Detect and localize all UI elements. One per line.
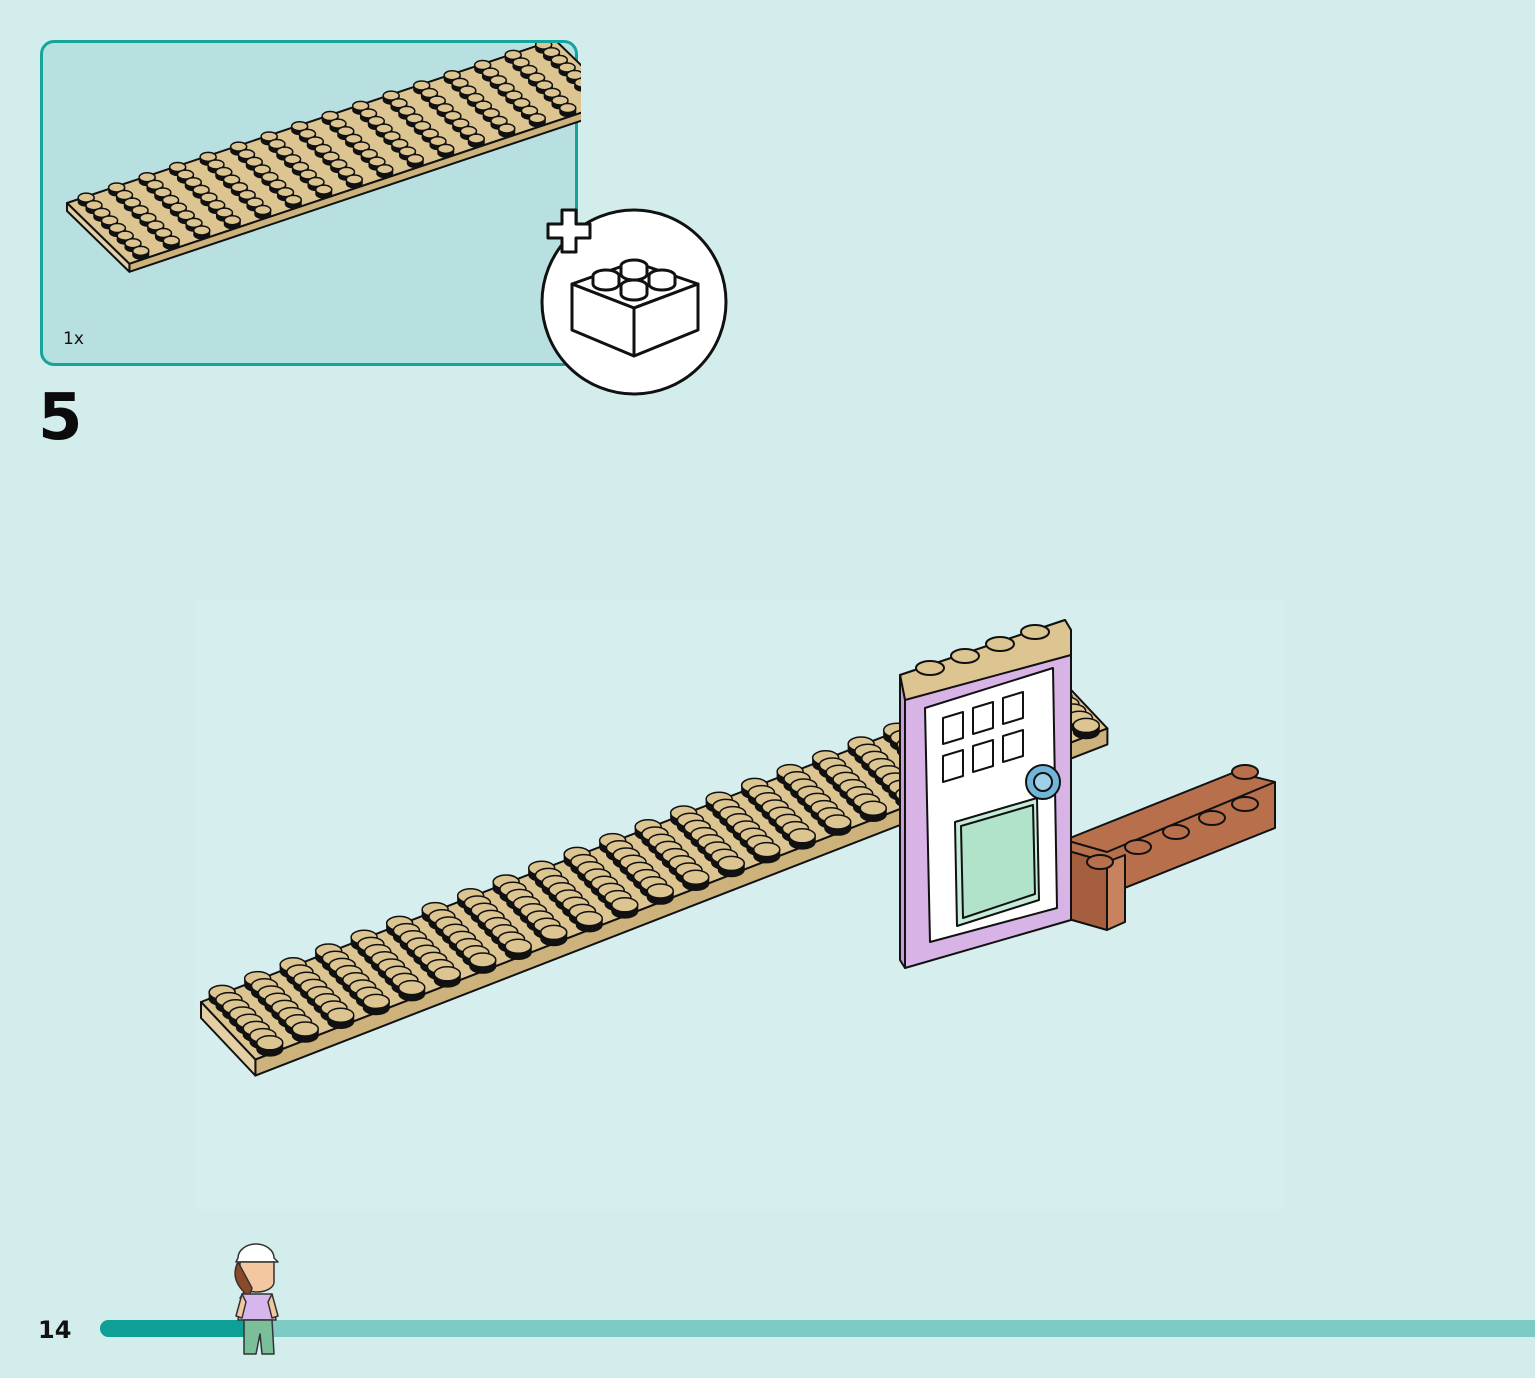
tan-plate-part-image — [66, 43, 581, 273]
door-assembly — [899, 619, 1072, 969]
progress-bar-fill — [100, 1320, 258, 1337]
minifigure-progress-marker-icon — [234, 1243, 279, 1355]
assembly-illustration — [195, 600, 1285, 1210]
tan-plate-assembled — [200, 667, 1109, 1077]
progress-bar — [100, 1320, 1535, 1337]
brown-brick-wall — [1064, 764, 1276, 931]
page-number: 14 — [38, 1316, 72, 1344]
part-quantity: 1x — [63, 329, 84, 349]
parts-callout-box: 1x — [40, 40, 581, 366]
step-number: 5 — [38, 381, 83, 455]
plus-brick-icon — [540, 208, 728, 396]
